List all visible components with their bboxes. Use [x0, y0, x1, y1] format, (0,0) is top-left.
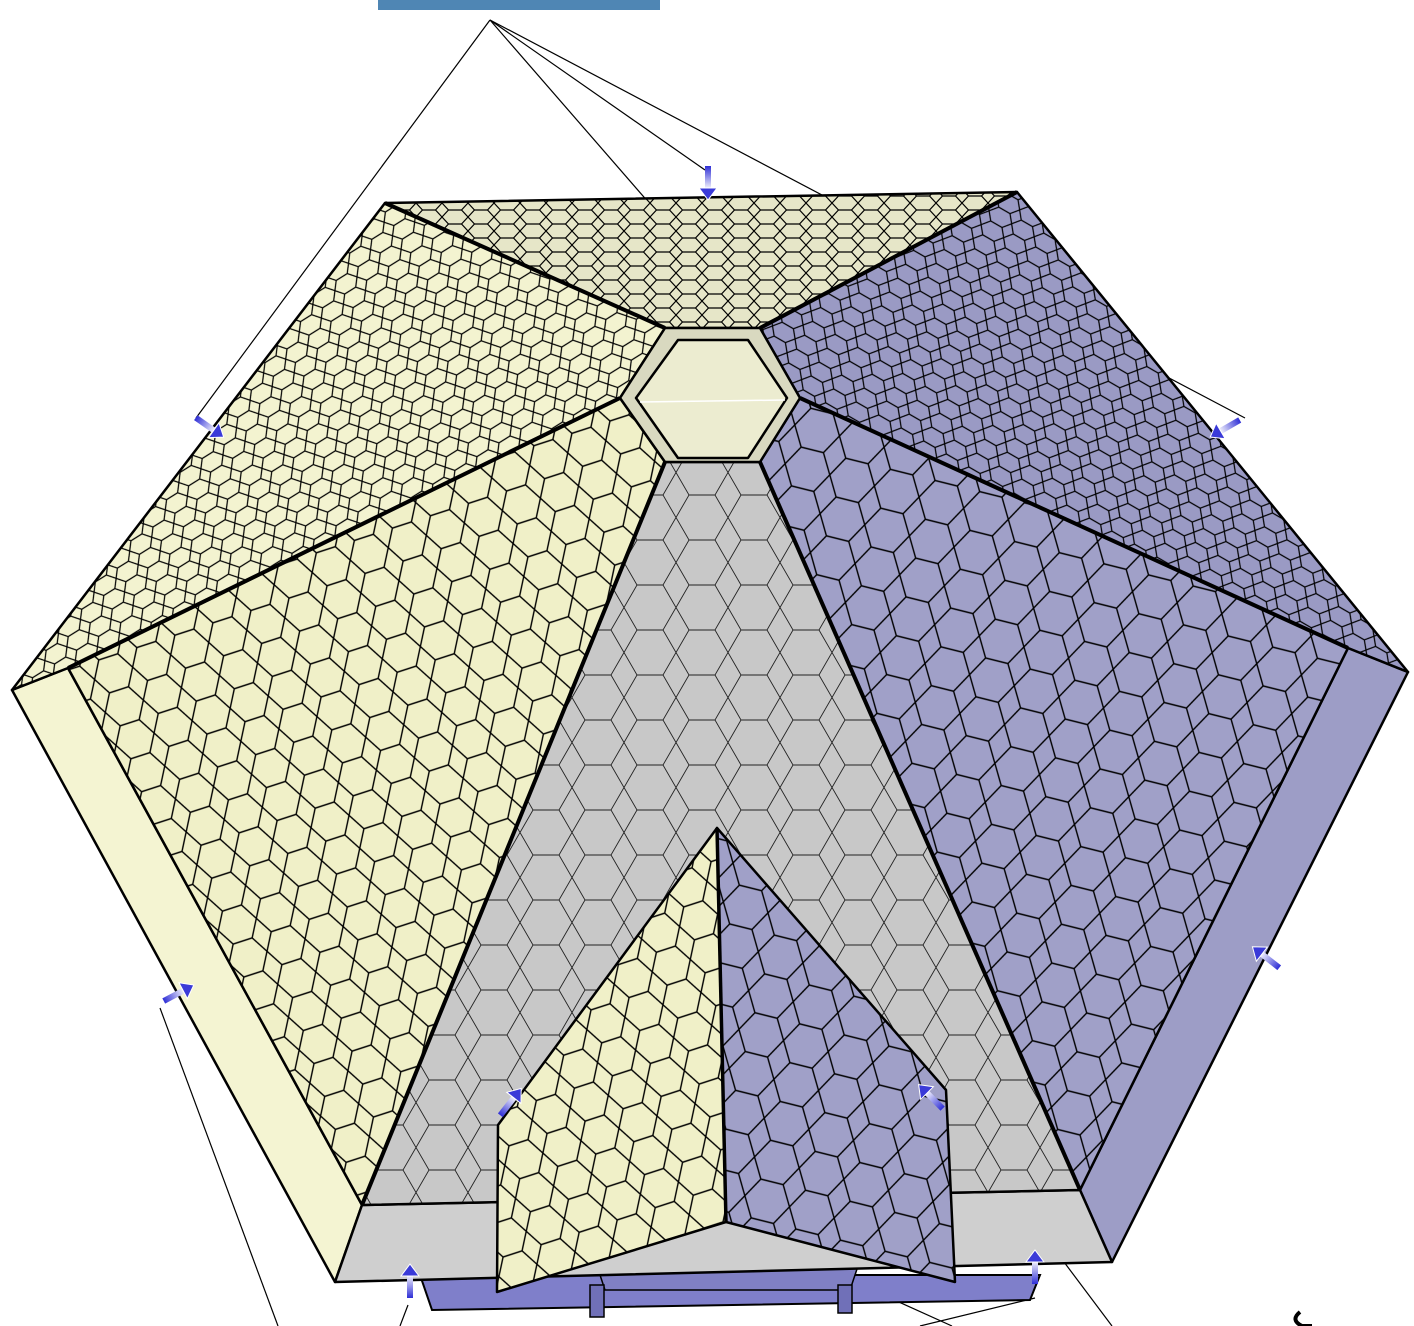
porch-post-left — [589, 1284, 605, 1318]
callout-arrow-icon — [1025, 1249, 1045, 1284]
callout-arrow-icon — [1209, 417, 1242, 440]
reference-thumbnail — [378, 0, 660, 10]
callout-arrow-icon — [1251, 946, 1282, 971]
callout-arrow-icon — [497, 1087, 522, 1118]
callout-arrow-icon — [162, 982, 195, 1004]
porch-post-right — [837, 1284, 853, 1314]
callout-arrow-icon — [194, 415, 225, 439]
callout-arrow-icon — [400, 1263, 420, 1298]
callout-arrow-icon — [698, 166, 718, 201]
cupola-opening — [618, 326, 802, 464]
callout-arrows — [162, 166, 1282, 1298]
hook-fragment — [1293, 1310, 1312, 1326]
hip-ridges — [67, 190, 1349, 1206]
callout-arrow-icon — [917, 1083, 945, 1111]
dormer — [495, 826, 957, 1294]
